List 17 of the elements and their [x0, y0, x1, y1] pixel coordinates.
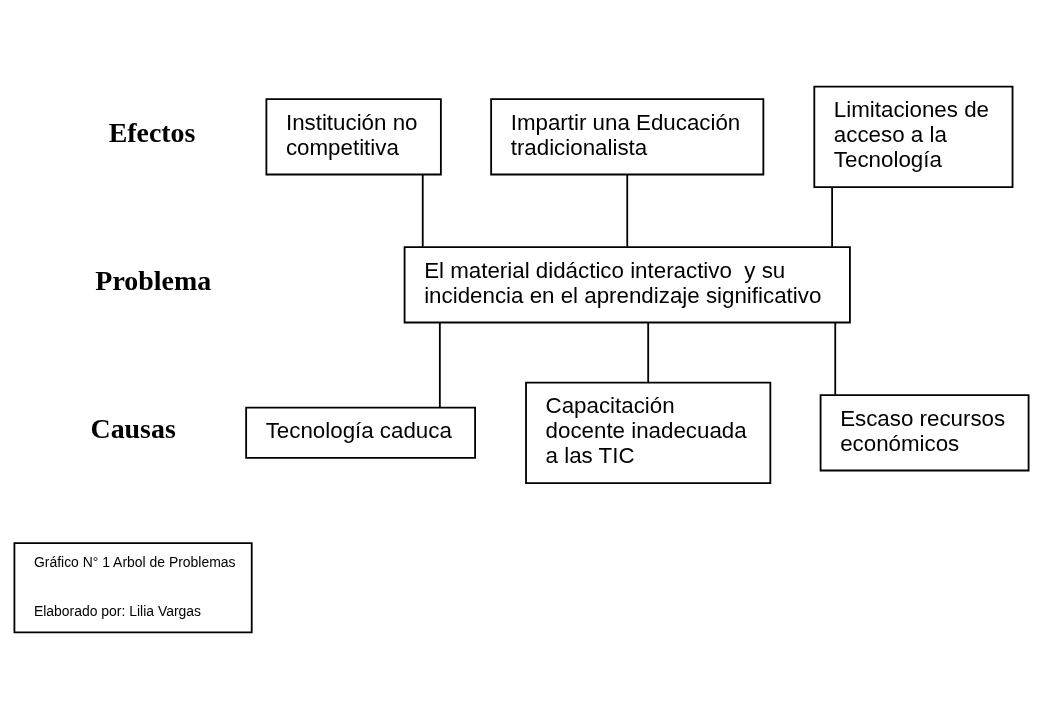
node-box: Escaso recursos económicos: [819, 393, 1030, 471]
connector: [831, 185, 833, 248]
node-box: Capacitación docente inadecuada a las TIC: [525, 381, 772, 484]
connector: [626, 173, 629, 248]
node-box: Impartir una Educación tradicionalista: [490, 97, 765, 175]
node-box: Tecnología caduca: [245, 406, 476, 459]
connector: [647, 321, 650, 383]
node-box: Institución no competitiva: [265, 97, 442, 175]
label: Problema: [95, 264, 212, 296]
connector: [834, 321, 837, 396]
label: Causas: [90, 412, 176, 444]
node-box: Gráfico N° 1 Arbol de Problemas Elaborado por: Lilia Vargas: [13, 541, 253, 633]
node-box: Limitaciones de acceso a la Tecnología: [813, 85, 1014, 188]
connector: [421, 173, 424, 248]
node-box: El material didáctico interactivo y su incidencia en el aprendizaje significativo: [403, 245, 851, 323]
connector: [438, 321, 441, 408]
label: Efectos: [108, 116, 196, 148]
